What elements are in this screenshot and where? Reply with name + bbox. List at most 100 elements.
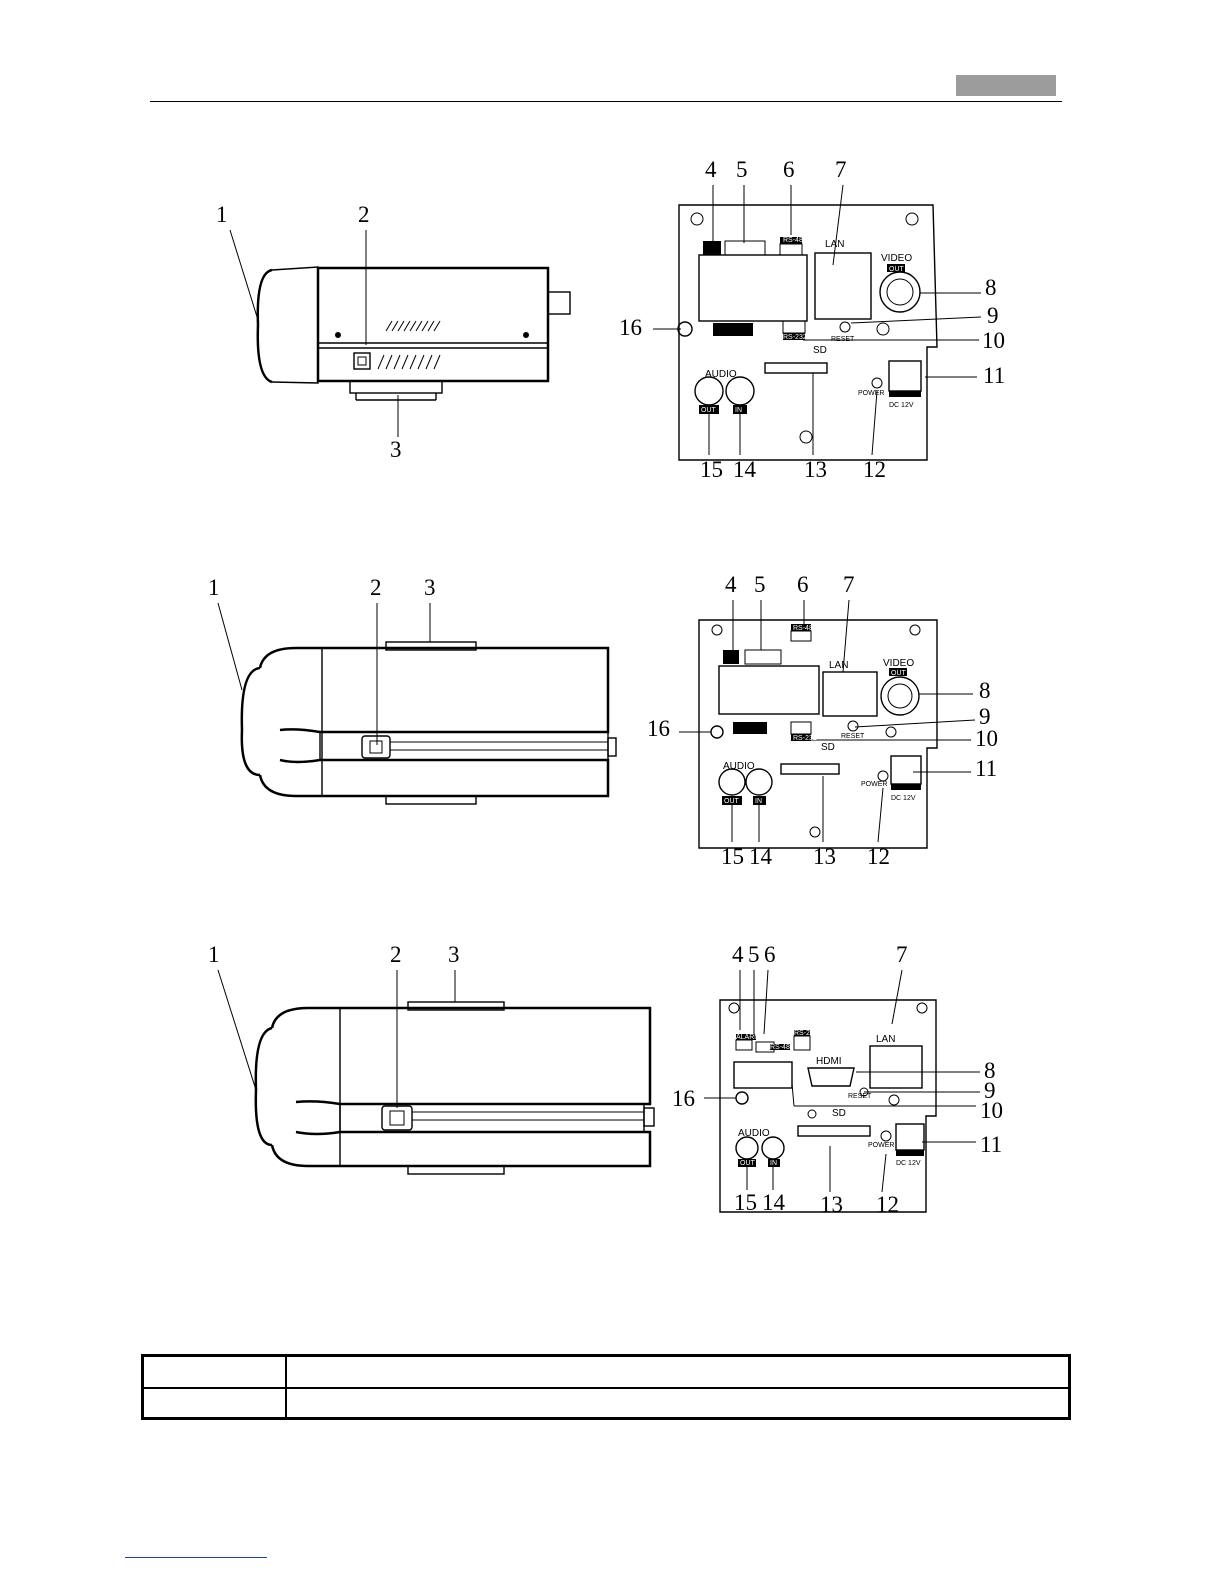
fig3-power-label: POWER: [868, 1142, 894, 1149]
fig2-rear-callout-7: 7: [843, 572, 855, 597]
fig1-video-out-label: OUT: [889, 266, 905, 273]
fig1-rear-callout-11: 11: [983, 363, 1005, 388]
header-rule: [150, 101, 1062, 102]
fig3-side-callout-3: 3: [448, 942, 460, 967]
fig2-power-label: POWER: [861, 781, 887, 788]
fig1-rear-callout-9: 9: [987, 303, 999, 328]
table-cell: [287, 1357, 1068, 1387]
fig2-video-out-label: OUT: [891, 670, 907, 677]
fig3-rear-callout-7: 7: [896, 942, 908, 967]
fig3-rear-callout-12: 12: [876, 1192, 899, 1217]
fig2-rear-callout-12: 12: [867, 844, 890, 869]
fig3-side-callout-1: 1: [208, 942, 220, 967]
fig3-rear-callout-16: 16: [672, 1086, 695, 1111]
fig2-audio-label: AUDIO: [723, 761, 755, 772]
fig1-side-callout-3: 3: [390, 437, 402, 462]
fig3-audio-out-label: OUT: [740, 1160, 756, 1167]
fig2-side-view: 1 2 3: [200, 570, 630, 810]
table-row: [144, 1389, 1068, 1419]
fig3-rs232-label: RS-232: [794, 1030, 818, 1037]
fig1-side-callout-2: 2: [358, 202, 370, 227]
fig2-audio-in-label: IN: [755, 798, 762, 805]
fig1-reset-label: RESET: [831, 336, 855, 343]
fig2-rear-callout-5: 5: [754, 572, 766, 597]
fig3-lan-label: LAN: [876, 1034, 895, 1045]
fig2-dc-label: DC 12V: [891, 795, 916, 802]
fig1-rear-callout-16: 16: [619, 315, 642, 340]
fig1-side-view: 1 2 3: [200, 195, 620, 475]
fig1-rear-callout-6: 6: [783, 157, 795, 182]
fig3-rear-callout-8: 8: [984, 1058, 996, 1083]
fig3-rear-callout-5: 5: [748, 942, 760, 967]
fig3-rs485-label: RS-485: [770, 1044, 794, 1051]
fig2-reset-label: RESET: [841, 733, 865, 740]
fig1-audio-in-label: IN: [735, 407, 742, 414]
fig3-sd-label: SD: [832, 1108, 846, 1119]
fig1-audio-label: AUDIO: [705, 369, 737, 380]
fig2-rear-callout-11: 11: [975, 756, 997, 781]
fig1-side-callout-1: 1: [216, 202, 228, 227]
fig2-sd-label: SD: [821, 742, 835, 753]
fig2-rear-callout-14: 14: [749, 844, 773, 869]
fig1-rear-panel: 4 5 6 7 8 9 10 11 12 13 14 15 16 RS-485 …: [615, 155, 1025, 490]
fig3-dc-label: DC 12V: [896, 1160, 921, 1167]
fig3-audio-in-label: IN: [770, 1160, 777, 1167]
fig2-side-callout-1: 1: [208, 575, 220, 600]
fig3-rear-callout-15: 15: [734, 1190, 757, 1215]
fig1-rs232-label: RS-232: [783, 334, 807, 341]
table-cell: [287, 1389, 1068, 1419]
fig2-rear-callout-13: 13: [813, 844, 836, 869]
fig1-rear-callout-7: 7: [835, 157, 847, 182]
fig2-side-callout-3: 3: [424, 575, 436, 600]
fig1-rear-callout-5: 5: [736, 157, 748, 182]
header-badge: [956, 75, 1056, 96]
fig1-lan-label: LAN: [825, 239, 844, 250]
fig3-rear-callout-10: 10: [980, 1098, 1003, 1123]
fig3-rear-callout-6: 6: [764, 942, 776, 967]
fig1-audio-out-label: OUT: [701, 407, 717, 414]
fig3-side-view: 1 2 3: [200, 940, 660, 1180]
fig1-sd-label: SD: [813, 345, 827, 356]
fig2-audio-out-label: OUT: [724, 798, 740, 805]
table-cell: [144, 1357, 287, 1387]
fig3-rear-callout-13: 13: [820, 1192, 843, 1217]
fig1-rear-callout-10: 10: [982, 328, 1005, 353]
fig2-rear-callout-4: 4: [725, 572, 737, 597]
fig1-rs485-label: RS-485: [783, 237, 807, 244]
fig1-rear-callout-4: 4: [705, 157, 717, 182]
fig1-power-label: POWER: [858, 390, 884, 397]
fig3-hdmi-label: HDMI: [816, 1056, 842, 1067]
fig2-rear-callout-15: 15: [721, 844, 744, 869]
fig1-rear-callout-8: 8: [985, 275, 997, 300]
fig2-rs232-label: RS-232: [793, 735, 817, 742]
fig2-rear-callout-8: 8: [979, 678, 991, 703]
fig3-alarm-label: ALARM: [736, 1034, 760, 1041]
fig3-side-callout-2: 2: [390, 942, 402, 967]
footer-link-underline[interactable]: [125, 1557, 267, 1558]
fig2-video-label: VIDEO: [883, 658, 914, 669]
fig1-rear-callout-14: 14: [733, 457, 757, 482]
fig3-rear-callout-9: 9: [984, 1078, 996, 1103]
fig3-rear-callout-11: 11: [980, 1132, 1002, 1157]
fig3-rear-callout-4: 4: [732, 942, 744, 967]
fig1-video-label: VIDEO: [881, 253, 912, 264]
fig2-rear-callout-10: 10: [975, 726, 998, 751]
fig2-side-callout-2: 2: [370, 575, 382, 600]
fig2-rear-panel: 4 5 6 7 8 9 10 11 12 13 14 15 16 RS-485 …: [645, 570, 1015, 870]
fig2-rear-callout-6: 6: [797, 572, 809, 597]
fig2-rear-callout-16: 16: [647, 716, 670, 741]
fig1-rear-callout-15: 15: [700, 457, 723, 482]
fig2-lan-label: LAN: [829, 660, 848, 671]
fig3-rear-callout-14: 14: [762, 1190, 786, 1215]
fig3-reset-label: RESET: [848, 1093, 872, 1100]
fig3-rear-panel: 4 5 6 7 8 9 10 11 12 13 14 15 16 ALARM R…: [670, 940, 1040, 1220]
fig2-rear-callout-9: 9: [979, 704, 991, 729]
fig1-dc-label: DC 12V: [889, 402, 914, 409]
fig3-audio-label: AUDIO: [738, 1128, 770, 1139]
fig1-rear-callout-13: 13: [804, 457, 827, 482]
table-cell: [144, 1389, 287, 1419]
fig2-rs485-label: RS-485: [793, 625, 817, 632]
table-row: [144, 1357, 1068, 1389]
spec-table: [141, 1354, 1071, 1420]
fig1-rear-callout-12: 12: [863, 457, 886, 482]
